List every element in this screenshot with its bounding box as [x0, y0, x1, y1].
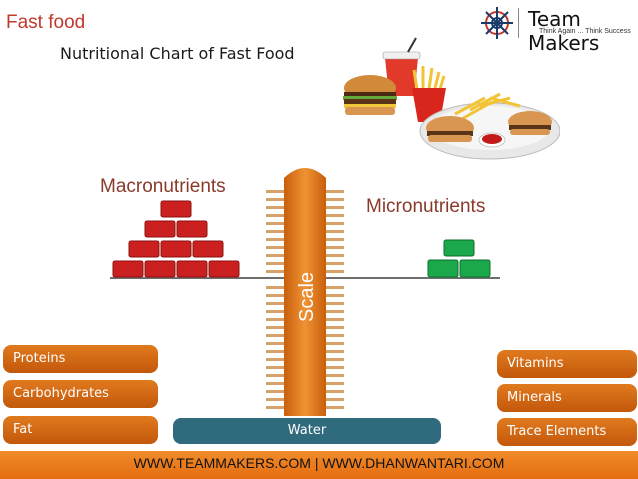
micro-block — [460, 260, 490, 277]
macro-blocks — [113, 201, 239, 277]
macro-block — [145, 261, 175, 277]
macro-block — [209, 261, 239, 277]
water-base: Water — [173, 418, 441, 444]
pill-trace-elements: Trace Elements — [497, 418, 637, 446]
macro-block — [193, 241, 223, 257]
macro-block — [177, 261, 207, 277]
pill-vitamins: Vitamins — [497, 350, 637, 378]
macro-block — [161, 201, 191, 217]
pill-carbohydrates: Carbohydrates — [3, 380, 158, 408]
macro-block — [161, 241, 191, 257]
macro-block — [113, 261, 143, 277]
pill-minerals: Minerals — [497, 384, 637, 412]
macro-block — [129, 241, 159, 257]
micro-block — [428, 260, 458, 277]
macro-block — [177, 221, 207, 237]
micro-block — [444, 240, 474, 256]
scale-label: Scale — [296, 272, 318, 322]
footer-links: WWW.TEAMMAKERS.COM | WWW.DHANWANTARI.COM — [0, 455, 638, 471]
pill-fat: Fat — [3, 416, 158, 444]
macro-block — [145, 221, 175, 237]
pill-proteins: Proteins — [3, 345, 158, 373]
micro-blocks — [428, 240, 490, 277]
